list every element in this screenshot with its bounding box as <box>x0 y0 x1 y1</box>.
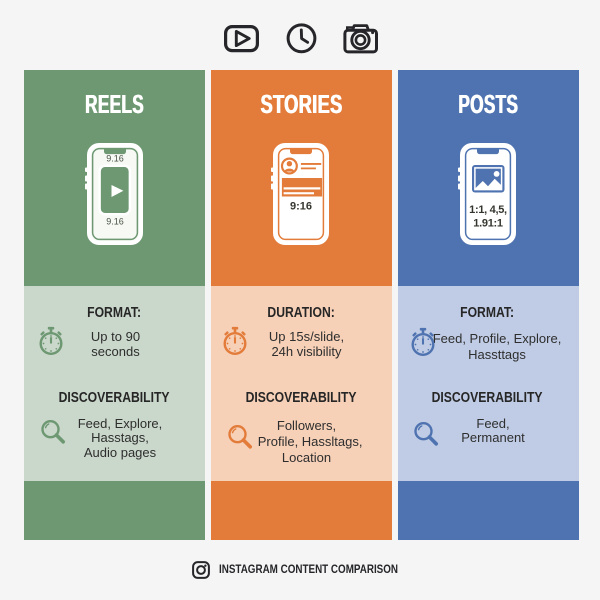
svg-text:9.16: 9.16 <box>106 154 124 164</box>
svg-text:9.16: 9.16 <box>106 217 124 227</box>
svg-text:1:1, 4,5,: 1:1, 4,5, <box>469 204 507 216</box>
svg-text:1.91:1: 1.91:1 <box>473 217 503 229</box>
svg-text:9:16: 9:16 <box>290 201 312 213</box>
